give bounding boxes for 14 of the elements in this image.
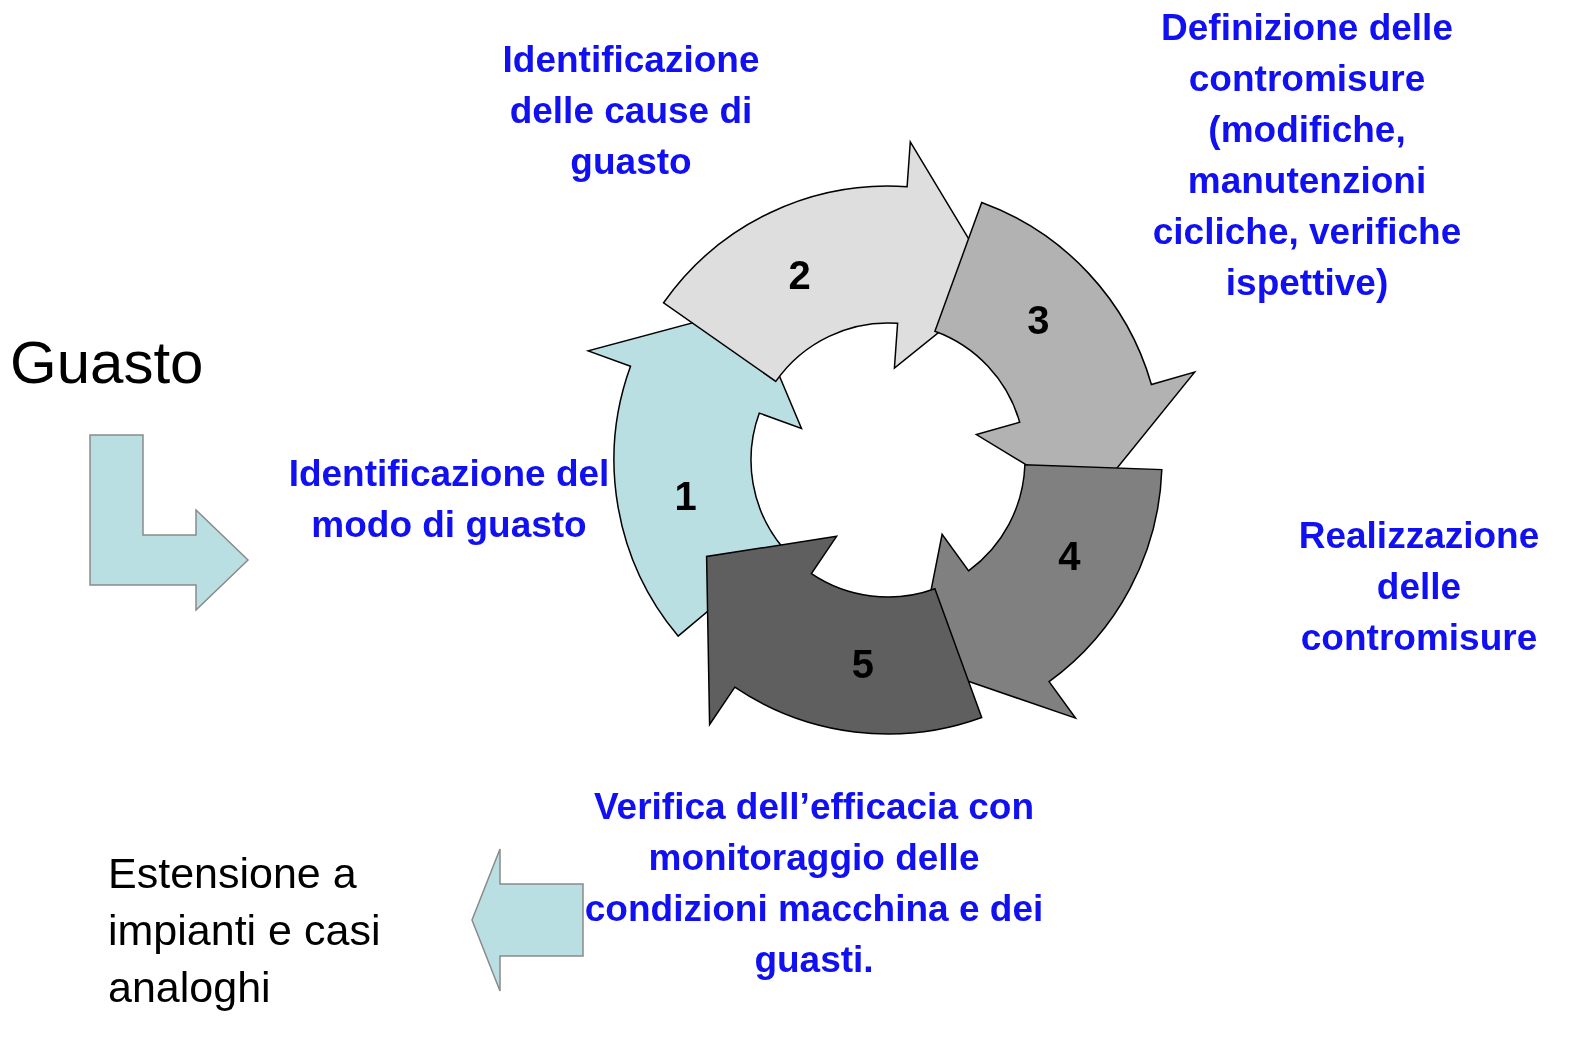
step-text: Guasto [10, 328, 205, 398]
step-text: Identificazione del modo di guasto [287, 452, 611, 547]
step-text: Verifica dell’efficacia con monitoraggio delle condizioni macchina e dei guasti. [583, 785, 1045, 982]
step-number: 5 [851, 641, 875, 686]
step-text: Estensione a impianti e casi analoghi [108, 848, 382, 1013]
step-number: 2 [788, 252, 811, 297]
block-arrow [471, 848, 584, 992]
step-text: Realizzazione delle contromisure [1297, 514, 1541, 660]
step-number: 1 [674, 473, 697, 518]
step-text: Definizione delle contromisure (modifiche, manutenzioni cicliche, verifiche ispettive) [1151, 6, 1463, 305]
step-text: Identificazione delle cause di guasto [501, 38, 761, 184]
step-number: 4 [1058, 534, 1081, 579]
step-number: 3 [1027, 297, 1050, 342]
block-arrow [89, 434, 250, 612]
